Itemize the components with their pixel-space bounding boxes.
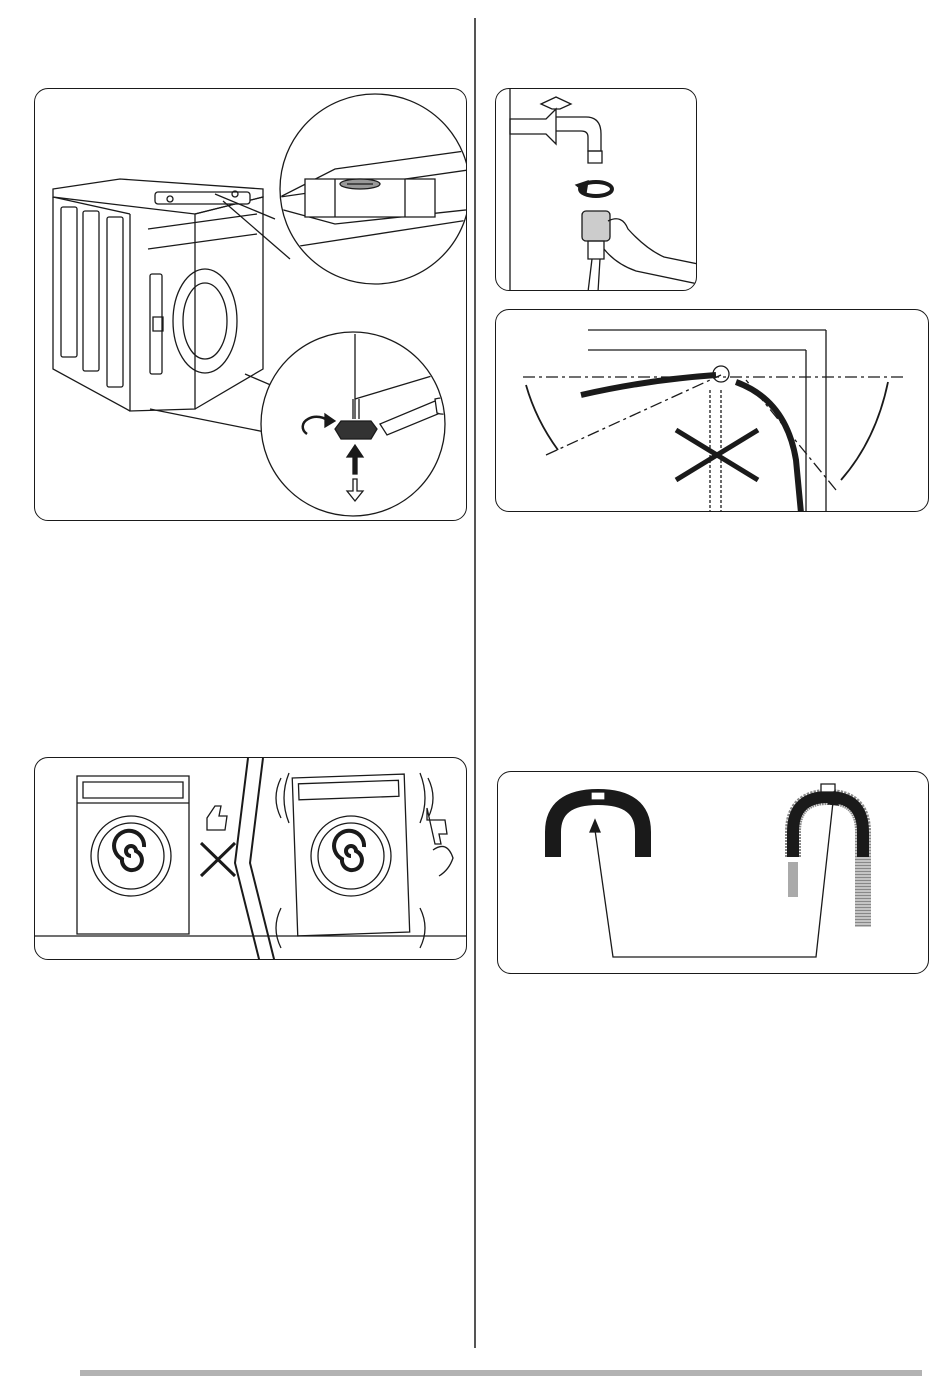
footer-bar: [80, 1370, 922, 1376]
thumbs-up-icon: [207, 806, 227, 830]
hand-icon: [604, 219, 697, 284]
cross-icon: [676, 430, 758, 480]
drain-hose-icon: [793, 784, 863, 927]
figure-inlet-hose-tap: [495, 88, 697, 291]
figure-leveling: [34, 88, 467, 521]
figure-vibration-noise: [34, 757, 467, 960]
washing-machine-icon: [292, 774, 409, 936]
cross-icon: [201, 843, 235, 876]
figure-inlet-hose-angle: [495, 309, 929, 512]
washing-machine-icon: [77, 776, 189, 934]
angle-arrow-icon: [526, 382, 888, 480]
rotate-arrow-icon: [576, 181, 612, 196]
tap-icon: [510, 97, 602, 163]
washing-machine-icon: [53, 179, 263, 411]
figure-drain-hose-guide: [497, 771, 929, 974]
ear-icon: [433, 846, 453, 876]
column-divider: [474, 18, 476, 1348]
